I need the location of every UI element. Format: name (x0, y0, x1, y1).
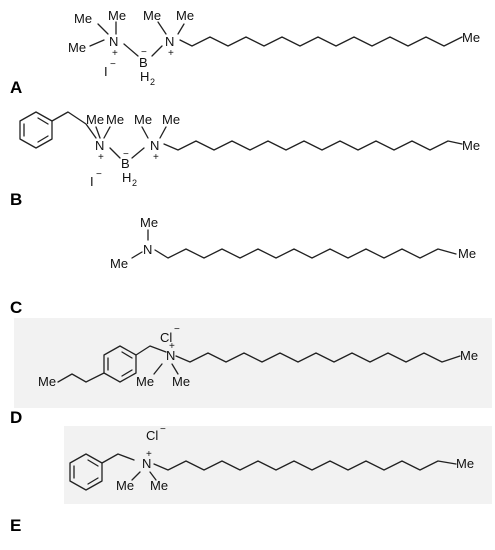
atom-me: Me (116, 478, 134, 493)
structure-c: Me Me N Me (110, 215, 476, 271)
alkyl-chain (179, 36, 463, 47)
benzyl-linker (101, 453, 135, 464)
counterion: Cl (146, 428, 158, 443)
panel-background (64, 426, 492, 504)
bond (131, 251, 143, 259)
atom-me: Me (38, 374, 56, 389)
benzyl-linker (51, 111, 97, 139)
aromatic-bonds (107, 351, 133, 377)
atom-b: B (121, 156, 130, 171)
counterion: I (104, 64, 108, 79)
bond (131, 147, 145, 159)
bond (149, 471, 157, 481)
structure-a: Me Me Me Me Me N + B − H 2 N + I − Me (68, 8, 480, 87)
atom-n: N (142, 456, 151, 471)
panel-c: Me Me N Me C (0, 210, 495, 320)
charge-minus: − (110, 59, 116, 70)
atom-me: Me (108, 8, 126, 23)
bond (151, 45, 163, 57)
bond (177, 23, 185, 35)
bond (131, 471, 141, 481)
structure-b: Me Me Me Me N + B − H 2 N + I − Me (19, 111, 480, 189)
charge-plus: + (153, 152, 159, 163)
atom-me: Me (143, 8, 161, 23)
subscript: 2 (150, 77, 155, 87)
atom-me: Me (86, 112, 104, 127)
bond (157, 21, 167, 35)
ethyl-group (57, 372, 105, 383)
counterion: I (90, 174, 94, 189)
atom-me: Me (110, 256, 128, 271)
bond (123, 43, 139, 57)
panel-a: Me Me Me Me Me N + B − H 2 N + I − Me A (0, 0, 495, 100)
charge-plus: + (98, 152, 104, 163)
panel-d: Cl − N + Me Me Me Me D (0, 318, 495, 428)
charge-minus: − (160, 424, 166, 435)
structure-e: Cl − N + Me Me Me (64, 424, 492, 504)
panel-background (14, 318, 492, 408)
panel-e: Cl − N + Me Me Me E (0, 424, 495, 550)
panel-b: Me Me Me Me N + B − H 2 N + I − Me B (0, 100, 495, 210)
bond (95, 126, 101, 139)
atom-me: Me (140, 215, 158, 230)
bond (103, 126, 111, 139)
aromatic-bonds (73, 459, 99, 485)
charge-plus: + (146, 449, 152, 460)
bond (141, 126, 149, 139)
alkyl-chain (175, 352, 461, 363)
charge-minus: − (123, 149, 129, 160)
atom-h: H (122, 170, 131, 185)
atom-n: N (143, 242, 152, 257)
atom-me: Me (458, 246, 476, 261)
atom-me: Me (136, 374, 154, 389)
alkyl-chain (154, 248, 457, 259)
bond (171, 363, 179, 375)
charge-plus: + (169, 341, 175, 352)
atom-n: N (165, 34, 174, 49)
charge-plus: + (168, 48, 174, 59)
benzyl-linker (135, 345, 167, 356)
charge-minus: − (141, 47, 147, 58)
atom-me: Me (106, 112, 124, 127)
atom-n: N (109, 34, 118, 49)
atom-me: Me (74, 11, 92, 26)
subscript: 2 (132, 178, 137, 188)
atom-me: Me (162, 112, 180, 127)
atom-me: Me (460, 348, 478, 363)
atom-me: Me (150, 478, 168, 493)
atom-me: Me (456, 456, 474, 471)
counterion: Cl (160, 330, 172, 345)
atom-me: Me (172, 374, 190, 389)
bond (153, 363, 163, 375)
structure-d: Cl − N + Me Me Me Me (14, 318, 492, 408)
atom-n: N (95, 138, 104, 153)
atom-n: N (150, 138, 159, 153)
bond (109, 147, 121, 159)
bond (97, 23, 109, 35)
atom-me: Me (176, 8, 194, 23)
atom-n: N (166, 348, 175, 363)
benzene-ring (19, 111, 53, 149)
atom-h: H (140, 69, 149, 84)
alkyl-chain (163, 140, 463, 151)
atom-me: Me (134, 112, 152, 127)
atom-me: Me (68, 40, 86, 55)
atom-b: B (139, 55, 148, 70)
charge-minus: − (174, 324, 180, 335)
charge-plus: + (112, 48, 118, 59)
panel-label: B (10, 190, 23, 209)
aromatic-bonds (23, 117, 49, 143)
panel-label: C (10, 298, 23, 317)
charge-minus: − (96, 169, 102, 180)
panel-label: A (10, 78, 23, 97)
bond (159, 126, 167, 139)
panel-label: E (10, 516, 22, 535)
atom-me: Me (462, 30, 480, 45)
panel-label: D (10, 408, 23, 427)
bond (89, 39, 105, 47)
alkyl-chain (153, 460, 457, 471)
atom-me: Me (462, 138, 480, 153)
